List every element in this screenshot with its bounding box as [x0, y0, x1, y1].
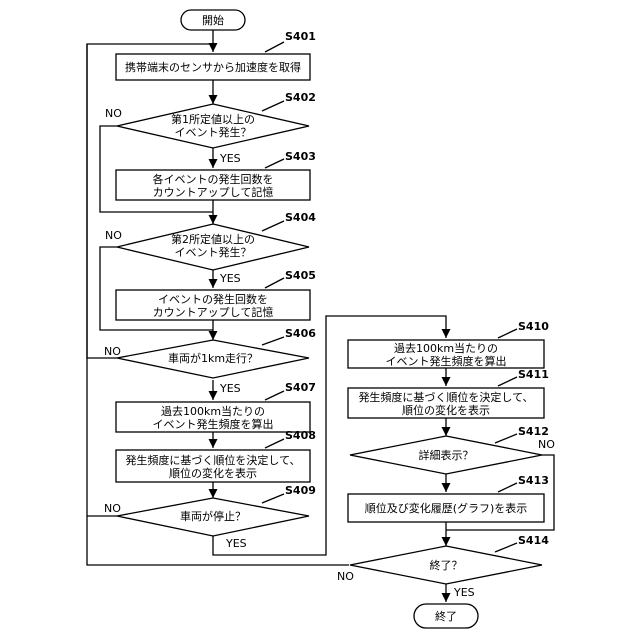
label-s405: S405	[285, 269, 316, 282]
s405-text-2: カウントアップして記憶	[153, 305, 274, 319]
step-s410: 過去100km当たりの イベント発生頻度を算出	[348, 340, 544, 368]
decision-s414: 終了？	[350, 546, 542, 584]
s410-text-2: イベント発生頻度を算出	[386, 354, 507, 368]
s408-text-1: 発生頻度に基づく順位を決定して、	[125, 453, 300, 467]
decision-s404: 第2所定値以上の イベント発生？	[117, 224, 309, 270]
s402-text-2: イベント発生？	[175, 125, 252, 139]
s405-text-1: イベントの発生回数を	[158, 292, 268, 306]
step-s408: 発生頻度に基づく順位を決定して、 順位の変化を表示	[116, 450, 310, 482]
leader-s403	[265, 159, 284, 168]
s404-text-2: イベント発生？	[175, 245, 252, 259]
s402-text-1: 第1所定値以上の	[171, 112, 255, 126]
leader-s405	[265, 278, 284, 288]
s409-text: 車両が停止？	[180, 509, 246, 523]
label-s413: S413	[518, 474, 549, 487]
yes-label-s404: YES	[219, 272, 241, 285]
s408-text-2: 順位の変化を表示	[169, 466, 257, 480]
s411-text-2: 順位の変化を表示	[402, 403, 490, 417]
s413-text: 順位及び変化履歴(グラフ)を表示	[365, 501, 528, 515]
label-s401: S401	[285, 30, 316, 43]
no-label-s406: NO	[104, 345, 121, 358]
label-s410: S410	[518, 320, 549, 333]
label-s406: S406	[285, 327, 316, 340]
decision-s406: 車両が1km走行？	[117, 340, 309, 378]
step-s403: 各イベントの発生回数を カウントアップして記憶	[116, 170, 310, 200]
leader-s407	[265, 391, 284, 400]
label-s408: S408	[285, 429, 316, 442]
no-label-s414: NO	[337, 570, 354, 583]
leader-s410	[498, 329, 517, 338]
label-s411: S411	[518, 368, 549, 381]
step-s405: イベントの発生回数を カウントアップして記憶	[116, 290, 310, 320]
leader-s404	[262, 221, 284, 231]
decision-s412: 詳細表示？	[350, 436, 542, 474]
start-terminal: 開始	[181, 10, 245, 30]
s406-text: 車両が1km走行？	[168, 351, 258, 365]
s410-text-1: 過去100km当たりの	[394, 341, 498, 355]
label-s407: S407	[285, 381, 316, 394]
s407-text-2: イベント発生頻度を算出	[153, 417, 274, 431]
leader-s413	[498, 483, 517, 492]
decision-s402: 第1所定値以上の イベント発生？	[117, 104, 309, 148]
no-label-s412: NO	[538, 438, 555, 451]
leader-s401	[265, 42, 284, 52]
label-s404: S404	[285, 211, 316, 224]
end-label: 終了	[435, 609, 457, 623]
yes-label-s402: YES	[219, 152, 241, 165]
label-s402: S402	[285, 91, 316, 104]
label-s403: S403	[285, 150, 316, 163]
s411-text-1: 発生頻度に基づく順位を決定して、	[358, 390, 533, 404]
yes-label-s409: YES	[225, 537, 247, 550]
yes-label-s414: YES	[453, 586, 475, 599]
step-s401: 携帯端末のセンサから加速度を取得	[116, 54, 310, 80]
yes-label-s406: YES	[219, 382, 241, 395]
leader-s406	[262, 337, 284, 345]
leader-s411	[498, 377, 517, 386]
s404-text-1: 第2所定値以上の	[171, 232, 255, 246]
end-terminal: 終了	[414, 604, 478, 628]
s401-text: 携帯端末のセンサから加速度を取得	[125, 60, 301, 74]
label-s409: S409	[285, 484, 316, 497]
s414-text: 終了？	[430, 558, 463, 572]
leader-s412	[495, 434, 517, 443]
step-s411: 発生頻度に基づく順位を決定して、 順位の変化を表示	[348, 388, 544, 418]
no-label-s404: NO	[105, 229, 122, 242]
no-label-s402: NO	[105, 107, 122, 120]
leader-s409	[262, 494, 284, 503]
leader-s408	[265, 439, 284, 448]
s403-text-1: 各イベントの発生回数を	[153, 172, 274, 186]
s407-text-1: 過去100km当たりの	[161, 404, 265, 418]
start-label: 開始	[202, 13, 224, 27]
leader-s402	[262, 101, 284, 111]
leader-s414	[495, 543, 517, 552]
no-label-s409: NO	[104, 502, 121, 515]
decision-s409: 車両が停止？	[117, 498, 309, 536]
label-s412: S412	[518, 425, 549, 438]
step-s413: 順位及び変化履歴(グラフ)を表示	[348, 494, 544, 522]
s412-text: 詳細表示？	[419, 448, 474, 462]
s403-text-2: カウントアップして記憶	[153, 185, 274, 199]
label-s414: S414	[518, 534, 549, 547]
step-s407: 過去100km当たりの イベント発生頻度を算出	[116, 402, 310, 432]
